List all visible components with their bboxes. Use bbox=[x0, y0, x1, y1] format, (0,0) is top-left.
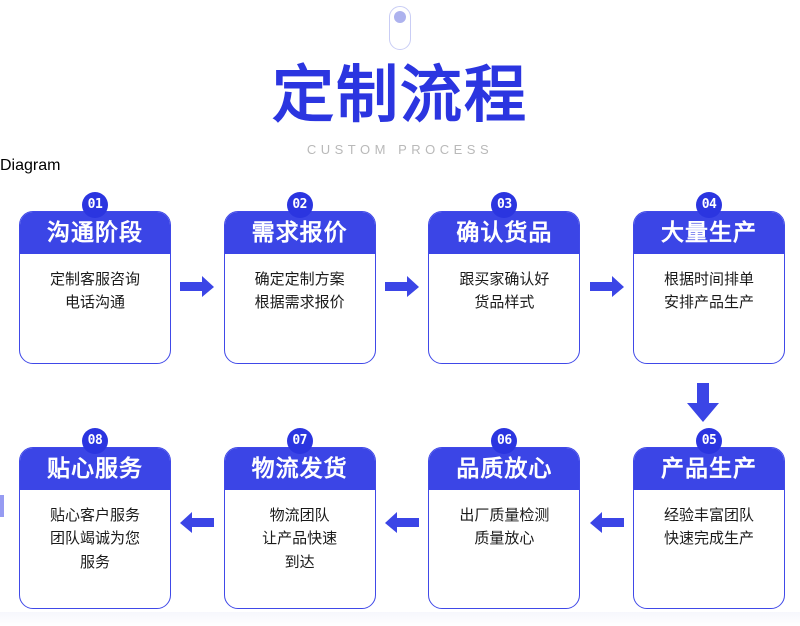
page-title: 定制流程 bbox=[271, 58, 528, 131]
process-card-title: 沟通阶段 bbox=[20, 212, 170, 254]
arrow-left-icon bbox=[589, 512, 624, 534]
process-card-line: 快速完成生产 bbox=[664, 529, 755, 548]
process-card-title: 贴心服务 bbox=[20, 448, 170, 490]
process-card-title: 大量生产 bbox=[634, 212, 785, 254]
process-card[interactable]: 沟通阶段定制客服咨询电话沟通 bbox=[19, 211, 171, 364]
process-card-line: 让产品快速 bbox=[262, 529, 338, 548]
process-card-line: 根据时间排单 bbox=[664, 270, 755, 288]
bottom-reflection bbox=[0, 612, 800, 626]
arrow-connector bbox=[376, 428, 429, 618]
step-number-badge: 06 bbox=[491, 428, 518, 454]
page-header: 定制流程 CUSTOM PROCESS bbox=[0, 0, 800, 157]
process-card-description: 经验丰富团队快速完成生产 bbox=[634, 490, 784, 551]
page-subtitle: CUSTOM PROCESS bbox=[306, 142, 494, 157]
process-card[interactable]: 需求报价确定定制方案根据需求报价 bbox=[223, 211, 376, 364]
process-card-description: 确定定制方案根据需求报价 bbox=[225, 254, 375, 315]
process-card-line: 经验丰富团队 bbox=[664, 506, 755, 524]
process-card[interactable]: 品质放心出厂质量检测质量放心 bbox=[428, 447, 581, 609]
pin-dot bbox=[394, 11, 406, 23]
arrow-connector bbox=[376, 192, 429, 382]
process-card-description: 根据时间排单安排产品生产 bbox=[634, 254, 784, 315]
process-card-description: 贴心客户服务团队竭诚为您服务 bbox=[20, 490, 170, 574]
arrow-right-icon bbox=[589, 276, 624, 298]
process-card-line: 服务 bbox=[79, 552, 110, 571]
process-card-title: 产品生产 bbox=[634, 448, 785, 490]
process-card-line: 确定定制方案 bbox=[254, 270, 345, 288]
process-card-line: 贴心客户服务 bbox=[49, 506, 140, 524]
process-card[interactable]: 物流发货物流团队让产品快速到达 bbox=[223, 447, 376, 609]
process-card-description: 物流团队让产品快速到达 bbox=[225, 490, 375, 574]
process-card[interactable]: 产品生产经验丰富团队快速完成生产 bbox=[633, 447, 786, 609]
arrow-left-icon bbox=[385, 512, 419, 534]
process-card-description: 出厂质量检测质量放心 bbox=[429, 490, 579, 551]
process-card-line: 安排产品生产 bbox=[664, 293, 755, 312]
process-card-line: 质量放心 bbox=[474, 529, 535, 548]
process-card-line: 到达 bbox=[284, 552, 315, 571]
step-number-badge: 04 bbox=[696, 192, 723, 218]
arrow-down-icon bbox=[686, 383, 720, 423]
arrow-connector bbox=[171, 428, 224, 618]
process-card-line: 货品样式 bbox=[474, 293, 535, 312]
process-card-title: 确认货品 bbox=[429, 212, 580, 254]
process-card[interactable]: 确认货品跟买家确认好货品样式 bbox=[428, 211, 581, 364]
process-card-line: 电话沟通 bbox=[64, 293, 125, 312]
arrow-right-icon bbox=[180, 276, 215, 298]
step-number-badge: 08 bbox=[82, 428, 108, 454]
process-card-description: 跟买家确认好货品样式 bbox=[429, 254, 579, 315]
step-number-badge: 05 bbox=[696, 428, 723, 454]
arrow-edge-fragment bbox=[0, 495, 4, 517]
arrow-connector bbox=[580, 192, 633, 382]
process-card-line: 根据需求报价 bbox=[254, 293, 345, 312]
location-pin-icon bbox=[389, 6, 411, 50]
process-card-title: 物流发货 bbox=[224, 448, 375, 490]
process-card-title: 品质放心 bbox=[429, 448, 580, 490]
arrow-connector bbox=[580, 428, 633, 618]
process-card-line: 团队竭诚为您 bbox=[49, 529, 140, 548]
process-card-line: 出厂质量检测 bbox=[459, 506, 550, 524]
process-card-description: 定制客服咨询电话沟通 bbox=[20, 254, 170, 315]
process-card-line: 物流团队 bbox=[269, 506, 330, 524]
step-number-badge: 07 bbox=[286, 428, 313, 454]
process-card[interactable]: 大量生产根据时间排单安排产品生产 bbox=[633, 211, 786, 364]
arrow-right-icon bbox=[385, 276, 419, 298]
process-card-title: 需求报价 bbox=[224, 212, 375, 254]
process-card-line: 跟买家确认好 bbox=[459, 270, 550, 288]
arrow-connector bbox=[171, 192, 224, 382]
step-number-badge: 02 bbox=[286, 192, 313, 218]
process-card-line: 定制客服咨询 bbox=[49, 270, 140, 288]
arrow-left-icon bbox=[180, 512, 215, 534]
process-card[interactable]: 贴心服务贴心客户服务团队竭诚为您服务 bbox=[19, 447, 171, 609]
step-number-badge: 01 bbox=[82, 192, 108, 218]
step-number-badge: 03 bbox=[491, 192, 518, 218]
